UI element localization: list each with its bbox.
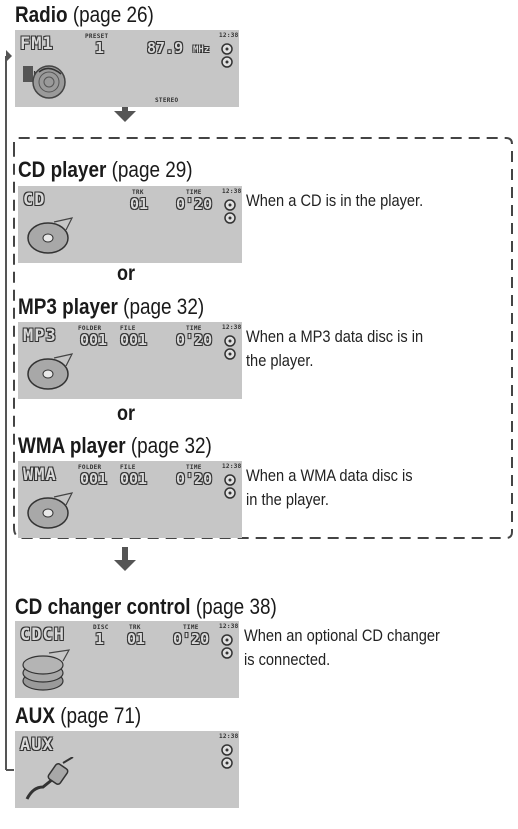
cd-lcd: CD TRK 01 TIME 0'20 12:38 (18, 186, 242, 263)
mp3-disc-graphic-icon (27, 353, 74, 390)
mp3-clock: 12:38 (222, 324, 242, 331)
or-separator-1: or (117, 262, 136, 285)
mp3-description: When a MP3 data disc is in the player. (246, 325, 423, 373)
mp3-mode: MP3 (23, 326, 57, 346)
mp3-desc-line-1: When a MP3 data disc is in (246, 327, 424, 346)
radio-unit: MHz (193, 45, 210, 55)
cdch-disc: 1 (95, 630, 105, 648)
wma-heading: WMA player (page 32) (18, 434, 212, 458)
cdch-volume-knobs-icon (221, 634, 233, 659)
wma-mode: WMA (23, 465, 57, 485)
wma-description: When a WMA data disc is in the player. (246, 464, 413, 512)
wma-disc-graphic-icon (27, 492, 74, 529)
radio-preset-label: PRESET (85, 33, 109, 40)
wma-time-label: TIME (186, 464, 202, 471)
cd-mode: CD (23, 190, 46, 210)
wma-desc-line-2: in the player. (246, 490, 329, 509)
wma-volume-knobs-icon (224, 474, 236, 499)
mp3-desc-line-2: the player. (246, 351, 314, 370)
cd-trk-label: TRK (132, 189, 144, 196)
cdch-clock: 12:38 (219, 623, 239, 630)
cdch-disc-stack-graphic-icon (22, 649, 71, 691)
aux-lcd: AUX 12:38 (15, 731, 239, 808)
radio-title: Radio (15, 2, 68, 27)
cd-title: CD player (18, 157, 107, 182)
cd-volume-knobs-icon (224, 199, 236, 224)
mp3-file: 001 (120, 331, 148, 349)
wma-folder-label: FOLDER (78, 464, 102, 471)
radio-mode: FM1 (20, 34, 54, 54)
mp3-folder-label: FOLDER (78, 325, 102, 332)
radio-clock: 12:38 (219, 32, 239, 39)
or-separator-2: or (117, 402, 136, 425)
aux-page-ref: (page 71) (54, 703, 142, 728)
mp3-heading: MP3 player (page 32) (18, 295, 204, 319)
disc-group-box (13, 137, 513, 539)
cd-time: 0'20 (176, 195, 213, 213)
cdch-disc-label: DISC (93, 624, 109, 631)
cdch-heading: CD changer control (page 38) (15, 595, 277, 619)
mp3-page-ref: (page 32) (117, 294, 205, 319)
wma-page-ref: (page 32) (125, 433, 212, 458)
mp3-title: MP3 player (18, 294, 118, 319)
cd-time-label: TIME (186, 189, 202, 196)
wma-folder: 001 (80, 470, 108, 488)
radio-frequency: 87.9 (147, 39, 184, 57)
cdch-page-ref: (page 38) (190, 594, 277, 619)
cd-disc-graphic-icon (27, 217, 74, 254)
radio-heading: Radio (page 26) (15, 3, 154, 27)
radio-volume-knobs-icon (221, 43, 233, 68)
cd-track: 01 (130, 195, 149, 213)
cd-page-ref: (page 29) (106, 157, 193, 182)
cdch-track: 01 (127, 630, 146, 648)
cdch-description: When an optional CD changer is connected… (244, 624, 440, 672)
cdch-time: 0'20 (173, 630, 210, 648)
mp3-file-label: FILE (120, 325, 136, 332)
mp3-folder: 001 (80, 331, 108, 349)
down-arrow-2 (114, 547, 136, 571)
aux-title: AUX (15, 703, 55, 728)
aux-mode: AUX (20, 735, 54, 755)
mp3-time-label: TIME (186, 325, 202, 332)
wma-clock: 12:38 (222, 463, 242, 470)
radio-antenna-graphic-icon (23, 65, 66, 99)
cd-clock: 12:38 (222, 188, 242, 195)
mp3-time: 0'20 (176, 331, 213, 349)
wma-file: 001 (120, 470, 148, 488)
radio-stereo: STEREO (155, 97, 179, 104)
wma-time: 0'20 (176, 470, 213, 488)
cdch-lcd: CDCH DISC 1 TRK 01 TIME 0'20 12:38 (15, 621, 239, 698)
wma-title: WMA player (18, 433, 126, 458)
wma-file-label: FILE (120, 464, 136, 471)
aux-heading: AUX (page 71) (15, 704, 141, 728)
aux-clock: 12:38 (219, 733, 239, 740)
cdch-desc-line-1: When an optional CD changer (244, 626, 440, 645)
cdch-desc-line-2: is connected. (244, 650, 331, 669)
flow-arrowhead-top (6, 50, 12, 62)
radio-page-ref: (page 26) (67, 2, 154, 27)
cdch-time-label: TIME (183, 624, 199, 631)
aux-plug-graphic-icon (25, 757, 74, 800)
mp3-lcd: MP3 FOLDER 001 FILE 001 TIME 0'20 12:38 (18, 322, 242, 399)
cdch-title: CD changer control (15, 594, 191, 619)
cdch-mode: CDCH (20, 625, 65, 645)
radio-preset: 1 (95, 39, 105, 57)
cd-description: When a CD is in the player. (246, 189, 423, 213)
cd-desc-line: When a CD is in the player. (246, 191, 424, 210)
wma-desc-line-1: When a WMA data disc is (246, 466, 413, 485)
radio-lcd: FM1 PRESET 1 87.9 MHz 12:38 STEREO DNR (15, 30, 239, 107)
cdch-trk-label: TRK (129, 624, 141, 631)
mp3-volume-knobs-icon (224, 335, 236, 360)
wma-lcd: WMA FOLDER 001 FILE 001 TIME 0'20 12:38 (18, 461, 242, 538)
cd-heading: CD player (page 29) (18, 158, 193, 182)
aux-volume-knobs-icon (221, 744, 233, 769)
